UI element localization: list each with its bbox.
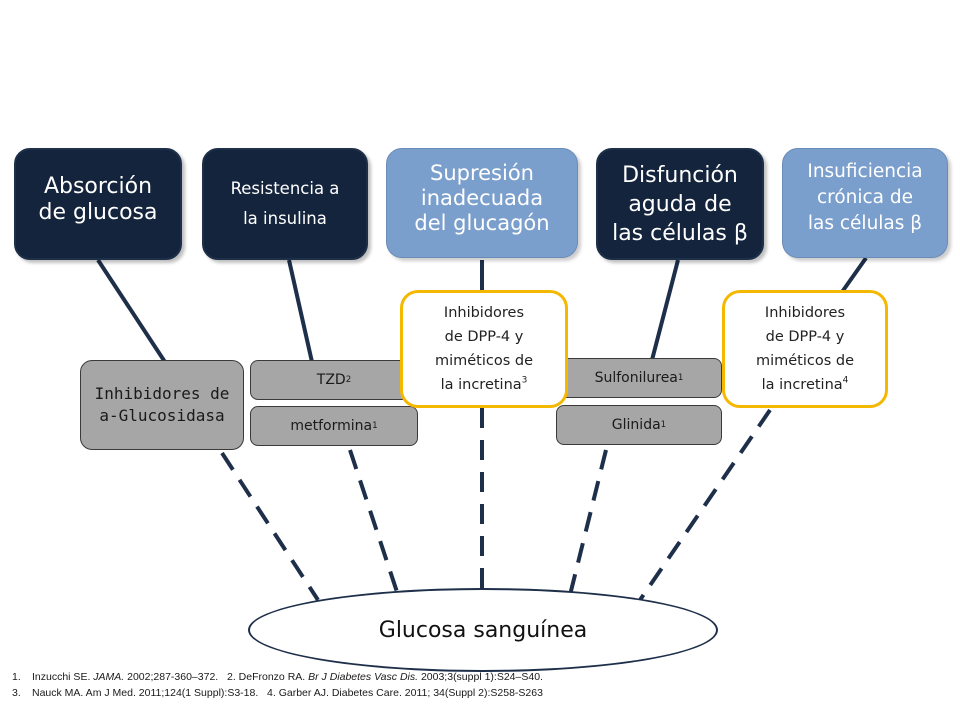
dpp4-b-label: Inhibidores de DPP-4 y miméticos de la i… — [755, 305, 855, 393]
dash-4 — [568, 449, 608, 596]
dash-2 — [348, 449, 400, 596]
treatment-inhibidores-alfa-glucosidasa: Inhibidores de a-Glucosidasa — [80, 360, 244, 450]
references: 1.Inzucchi SE. JAMA. 2002;287-360–372. 2… — [12, 669, 543, 701]
mechanism-absorcion-glucosa: Absorción de glucosa — [14, 148, 182, 260]
outcome-glucosa-sanguinea: Glucosa sanguínea — [248, 588, 718, 672]
dpp4-b-ref: 4 — [842, 375, 849, 386]
mechanism-insuficiencia-celulas-beta: Insuficiencia crónica de las células β — [782, 148, 948, 258]
sulfonilurea-label: Sulfonilurea — [594, 370, 678, 386]
link-resistencia — [287, 259, 314, 363]
glinida-label: Glinida — [611, 417, 661, 433]
mechanism-resistencia-insulina: Resistencia a la insulina — [202, 148, 368, 260]
references-line-2: 3.Nauck MA. Am J Med. 2011;124(1 Suppl):… — [12, 687, 543, 699]
dpp4-a-label: Inhibidores de DPP-4 y miméticos de la i… — [434, 305, 534, 393]
treatment-dpp4-incretina-insuficiencia: Inhibidores de DPP-4 y miméticos de la i… — [722, 290, 888, 408]
mechanism-supresion-glucagon: Supresión inadecuada del glucagón — [386, 148, 578, 258]
link-disfuncion — [650, 259, 680, 361]
link-absorcion — [96, 258, 167, 364]
link-insuficiencia — [840, 256, 868, 294]
dash-5 — [638, 408, 772, 602]
dash-1 — [220, 451, 320, 602]
references-line-1: 1.Inzucchi SE. JAMA. 2002;287-360–372. 2… — [12, 671, 543, 683]
outcome-label: Glucosa sanguínea — [378, 617, 588, 643]
mechanism-disfuncion-celulas-beta: Disfunción aguda de las células β — [596, 148, 764, 260]
dpp4-a-ref: 3 — [521, 375, 528, 386]
metformina-label: metformina — [290, 418, 373, 434]
tzd-label: TZD — [316, 372, 346, 388]
treatment-dpp4-incretina-supresion: Inhibidores de DPP-4 y miméticos de la i… — [400, 290, 568, 408]
